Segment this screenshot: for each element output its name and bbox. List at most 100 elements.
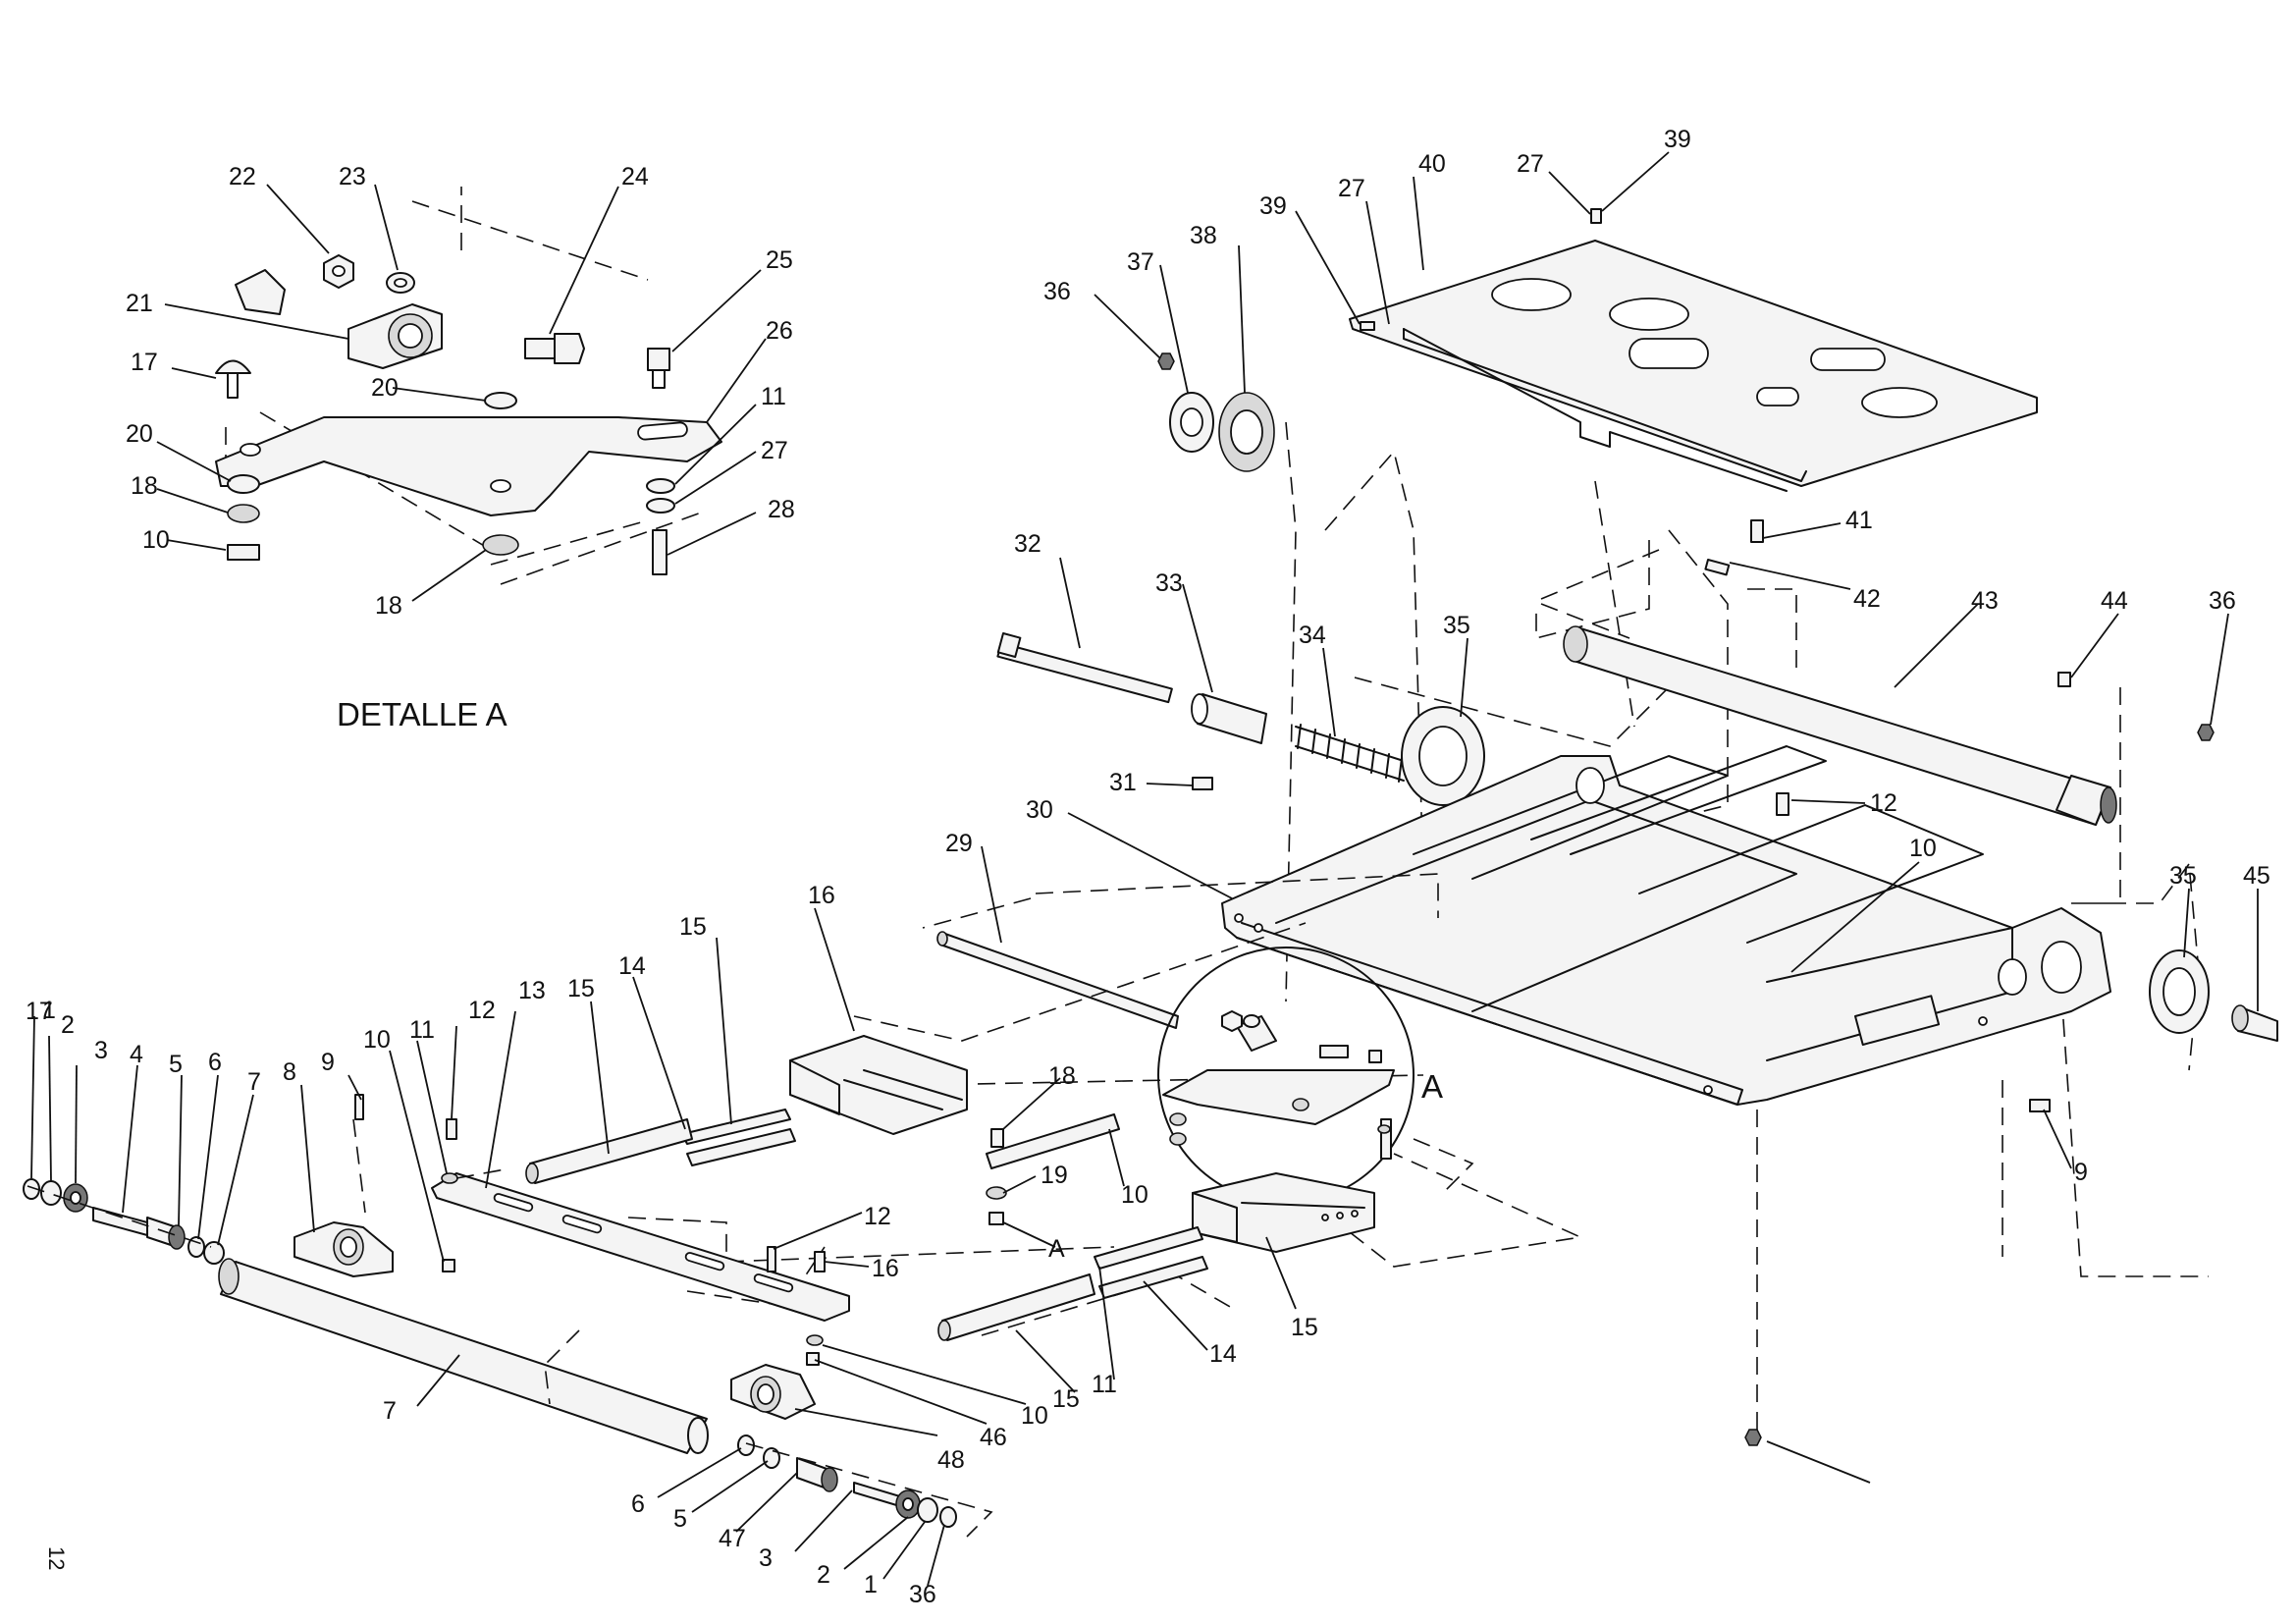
washer-27: [646, 498, 675, 514]
callout-label: 35: [1443, 612, 1470, 639]
callout-label: 13: [518, 977, 546, 1004]
callout-label: 21: [126, 290, 153, 317]
screw-39-left: [1360, 321, 1375, 331]
callout-label: 40: [1418, 150, 1446, 178]
callout-label: 18: [131, 472, 158, 500]
shaft-end-right: [737, 1435, 957, 1528]
callout-label: 16: [872, 1255, 899, 1282]
pin-42: [1704, 559, 1731, 576]
nut-36-bottom: [1744, 1429, 1762, 1446]
callout-label: 35: [2169, 862, 2197, 890]
callout-label: 19: [1041, 1162, 1068, 1189]
bolt-12-right: [1776, 792, 1789, 816]
screw-39-top: [1590, 208, 1602, 224]
slotted-bar-13: [431, 1172, 850, 1322]
callout-label: 42: [1853, 585, 1881, 613]
strip-15b: [686, 1128, 796, 1166]
screw-44: [2057, 672, 2071, 687]
shaft-end-left: [23, 1178, 225, 1265]
callout-label: 15: [567, 975, 595, 1002]
spring-34: [1295, 724, 1405, 783]
main-frame: [1221, 745, 2111, 1106]
callout-label: 36: [909, 1581, 936, 1608]
callout-label: 47: [719, 1525, 746, 1552]
callout-label: 31: [1109, 769, 1137, 796]
callout-label: 6: [631, 1490, 645, 1518]
detail-a-assembly: [215, 187, 722, 585]
rod-32: [996, 632, 1173, 704]
ring-35-lower: [2149, 949, 2210, 1034]
callout-label: 15: [1291, 1314, 1318, 1341]
callout-label: 16: [808, 882, 835, 909]
callout-label: 27: [1338, 175, 1365, 202]
callout-label: 22: [229, 163, 256, 190]
nut-36-right: [2197, 724, 2215, 741]
callout-label: 5: [673, 1505, 687, 1533]
bolt-17-lower: [990, 1128, 1004, 1148]
callout-label: 39: [1664, 126, 1691, 153]
strip-15c: [1094, 1226, 1203, 1270]
bolt-31-lower: [2029, 1099, 2051, 1112]
callout-label: 15: [1052, 1385, 1080, 1413]
callout-label: 3: [759, 1544, 773, 1572]
nut-10-lower: [988, 1212, 1004, 1225]
bushing-45: [2231, 1004, 2278, 1042]
callout-label: 24: [621, 163, 649, 190]
nut-10-left: [442, 1259, 455, 1272]
callout-label: 17: [26, 998, 53, 1025]
callout-label: 41: [1845, 507, 1873, 534]
spacer-18a: [227, 504, 260, 523]
callout-label: 7: [247, 1068, 261, 1096]
callout-label: 6: [208, 1049, 222, 1076]
callout-label: 38: [1190, 222, 1217, 249]
callout-labels: 22 23 24 25 21 26 17 20 11 20 27 18 28 1…: [26, 126, 2270, 1608]
top-cover-plate: [1349, 240, 2038, 492]
washer-20b: [227, 474, 260, 494]
callout-label: 25: [766, 246, 793, 274]
callout-label: 4: [130, 1041, 143, 1068]
sleeve-33: [1197, 693, 1267, 744]
callout-label: 10: [142, 526, 170, 554]
callout-label: 45: [2243, 862, 2270, 890]
callout-label: 32: [1014, 530, 1041, 558]
detail-a-miniature: [1162, 1010, 1395, 1160]
washer-11: [646, 478, 675, 494]
bolt-31-upper: [1192, 777, 1213, 790]
callout-label: 14: [1209, 1340, 1237, 1368]
bearing-assembly-top: [1157, 352, 1275, 472]
clip: [235, 269, 286, 315]
callout-label: 2: [61, 1011, 75, 1039]
callout-label: 12: [468, 997, 496, 1024]
shaft-29: [936, 931, 1179, 1029]
callout-label: 5: [169, 1051, 183, 1078]
detail-title: DETALLE A: [337, 696, 507, 732]
bolt-12-lower: [814, 1251, 826, 1272]
callout-label: 43: [1971, 587, 1999, 615]
callout-label: 18: [375, 592, 402, 620]
callout-label: 7: [383, 1397, 397, 1425]
mounting-plate: [215, 416, 722, 516]
callout-label: 46: [980, 1424, 1007, 1451]
callout-label: 11: [761, 383, 786, 410]
callout-label: 39: [1259, 192, 1287, 220]
callout-label: 36: [1043, 278, 1071, 305]
callout-label: 17: [131, 349, 158, 376]
page-number: 12: [44, 1546, 69, 1570]
bolt-28: [652, 529, 667, 575]
callout-label: 36: [2209, 587, 2236, 615]
spacer-18b: [482, 534, 519, 556]
spacer-18-lower: [986, 1186, 1007, 1200]
callout-label: 9: [321, 1049, 335, 1076]
link-19: [986, 1113, 1120, 1169]
callout-label: 1: [42, 997, 56, 1024]
callout-label: 2: [817, 1561, 830, 1589]
callout-label: A: [1048, 1235, 1065, 1263]
callout-label: 27: [1517, 150, 1544, 178]
callout-label: 34: [1299, 622, 1326, 649]
pin-9-upper: [354, 1094, 364, 1120]
callout-label: 12: [864, 1203, 891, 1230]
pin-9-lower: [767, 1246, 776, 1272]
callout-label: 10: [363, 1026, 391, 1054]
callout-label: 18: [1048, 1062, 1076, 1090]
